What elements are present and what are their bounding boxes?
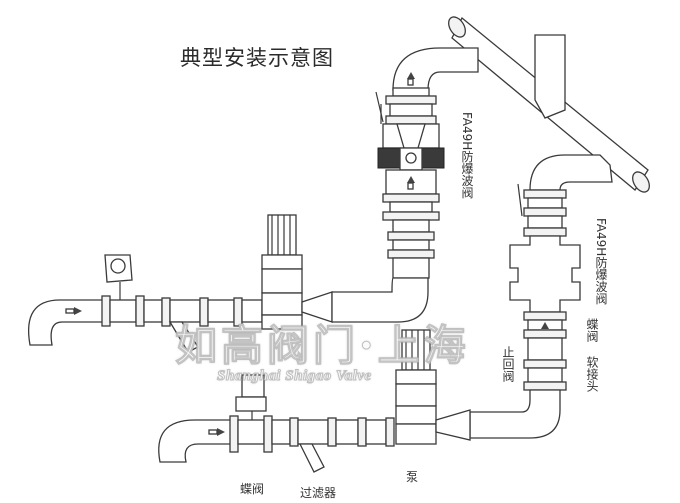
label-butterfly-right: 蝶阀: [585, 318, 599, 342]
watermark-en: Shanghai Shigao Valve: [217, 368, 372, 385]
label-butterfly-bottom: 蝶阀: [240, 482, 265, 496]
label-filter: 过滤器: [300, 486, 337, 500]
label-pump: 泵: [406, 470, 419, 484]
upper-pump-line: [28, 214, 429, 353]
vertical-line-top-elbow: [392, 47, 479, 91]
label-soft-joint: 软接头: [585, 356, 599, 392]
vertical-valve-stack: [375, 87, 445, 279]
watermark-cn: 如高阀门·上海: [175, 321, 470, 371]
right-vertical-line: [469, 154, 613, 439]
diagonal-duct: [448, 16, 650, 193]
label-check-valve: 止回阀: [501, 346, 515, 382]
label-valve-vertical: FA49H防爆波阀: [460, 112, 474, 199]
page-title: 典型安装示意图: [180, 46, 334, 70]
lower-pump-line: [158, 329, 471, 473]
label-valve-right: FA49H防爆波阀: [594, 218, 608, 305]
